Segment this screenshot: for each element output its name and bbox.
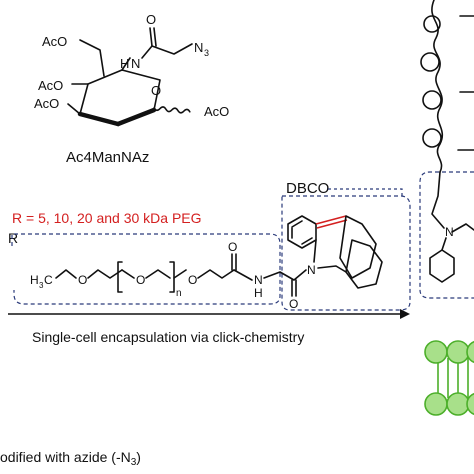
ring-oxygen: O <box>151 83 161 98</box>
acetoxy-top-label: AcO <box>42 34 67 49</box>
process-label: Single-cell encapsulation via click-chem… <box>32 329 304 345</box>
lipid-bilayer <box>424 340 474 416</box>
dbco-structure: N <box>287 215 383 289</box>
peg-oxygen-1: O <box>78 273 87 287</box>
nh-nitrogen: H <box>120 56 129 71</box>
triazole-fragment: N <box>429 171 474 283</box>
carbonyl-oxygen: O <box>146 12 156 27</box>
azide-subscript: 3 <box>204 48 209 58</box>
peg-carbonyl-oxygen: O <box>228 240 237 254</box>
dbco-nitrogen: N <box>307 263 316 277</box>
dbco-carbonyl-oxygen: O <box>289 297 298 311</box>
r-label: R <box>8 230 18 246</box>
peg-r-values: R = 5, 10, 20 and 30 kDa PEG <box>12 210 202 226</box>
peg-chain: H 3 C O O n O O N H O <box>30 240 307 311</box>
acetoxy-left-low-label: AcO <box>34 96 59 111</box>
caption-main: odified with azide (-N <box>0 449 131 465</box>
right-dashed-box <box>419 171 474 299</box>
repeat-n: n <box>176 288 182 299</box>
ac4mannaz-structure: O AcO H N O N 3 AcO AcO AcO Ac4ManNAz <box>34 12 229 166</box>
acetoxy-left-mid-label: AcO <box>38 78 63 93</box>
amide-h: H <box>254 286 263 300</box>
azide-n: N <box>194 40 203 55</box>
methyl-c: C <box>44 273 53 287</box>
peg-oxygen-2: O <box>136 273 145 287</box>
dbco-label: DBCO <box>286 180 329 197</box>
methyl-subscript: 3 <box>39 281 44 290</box>
caption-subscript: 3 <box>131 457 137 468</box>
glycan-coil-chain <box>420 0 474 173</box>
process-arrowhead <box>400 309 410 319</box>
methyl-h: H <box>30 273 39 287</box>
right-nitrogen: N <box>445 225 454 239</box>
nh-hydrogen: N <box>131 56 140 71</box>
dbco-label-dots <box>328 188 403 198</box>
peg-oxygen-3: O <box>188 273 197 287</box>
dbco-dashed-box <box>281 195 411 311</box>
acetoxy-right-label: AcO <box>204 104 229 119</box>
amide-n: N <box>254 273 263 287</box>
peg-dashed-box <box>11 233 281 305</box>
caption-end: ) <box>136 449 141 465</box>
caption-text: odified with azide (-N3) <box>0 449 141 468</box>
molecule-name: Ac4ManNAz <box>66 149 149 166</box>
